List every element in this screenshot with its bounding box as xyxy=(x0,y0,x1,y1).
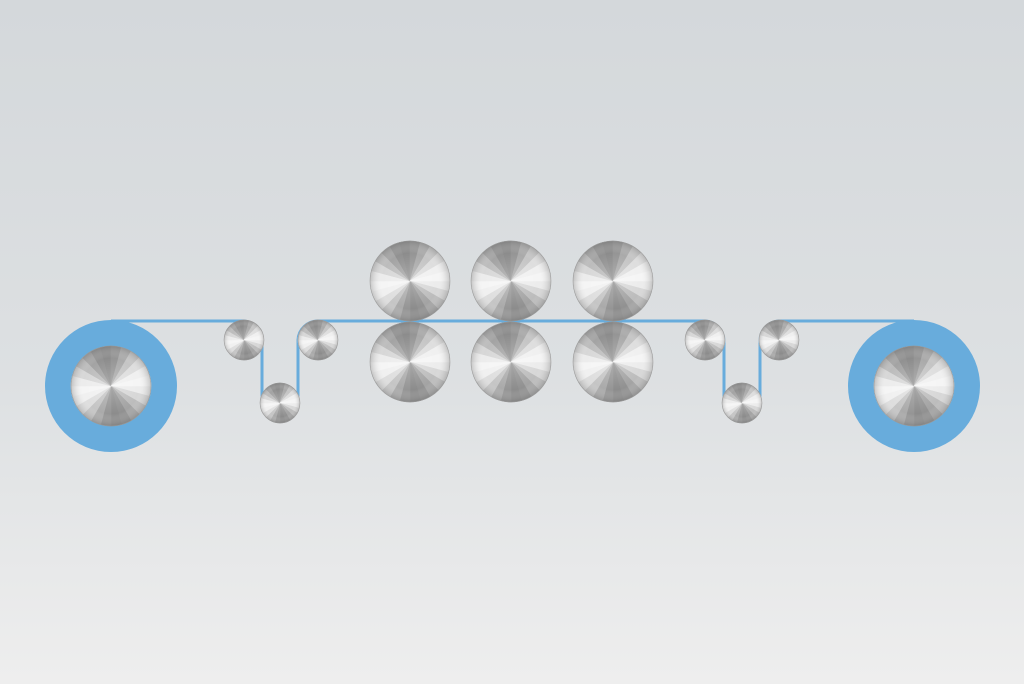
roller-face xyxy=(573,241,653,321)
roller-face xyxy=(370,322,450,402)
roller-face xyxy=(471,322,551,402)
idler-roller-3 xyxy=(297,319,339,361)
nip-roller-6 xyxy=(572,240,654,322)
roller-face xyxy=(573,322,653,402)
roller-face xyxy=(224,320,264,360)
roller-face xyxy=(874,346,954,426)
idler-roller-10 xyxy=(684,319,726,361)
roller-face xyxy=(298,320,338,360)
roller-group xyxy=(45,240,980,452)
dancer-roller-11 xyxy=(721,382,763,424)
roller-face xyxy=(370,241,450,321)
roller-face xyxy=(685,320,725,360)
roller-face xyxy=(722,383,762,423)
nip-roller-8 xyxy=(470,321,552,403)
unwind-reel-0 xyxy=(45,320,177,452)
dancer-roller-2 xyxy=(259,382,301,424)
roller-face xyxy=(759,320,799,360)
nip-roller-9 xyxy=(572,321,654,403)
roller-face xyxy=(71,346,151,426)
nip-roller-4 xyxy=(369,240,451,322)
nip-roller-5 xyxy=(470,240,552,322)
roller-face xyxy=(260,383,300,423)
rewind-reel-13 xyxy=(848,320,980,452)
nip-roller-7 xyxy=(369,321,451,403)
idler-roller-12 xyxy=(758,319,800,361)
roller-face xyxy=(471,241,551,321)
idler-roller-1 xyxy=(223,319,265,361)
